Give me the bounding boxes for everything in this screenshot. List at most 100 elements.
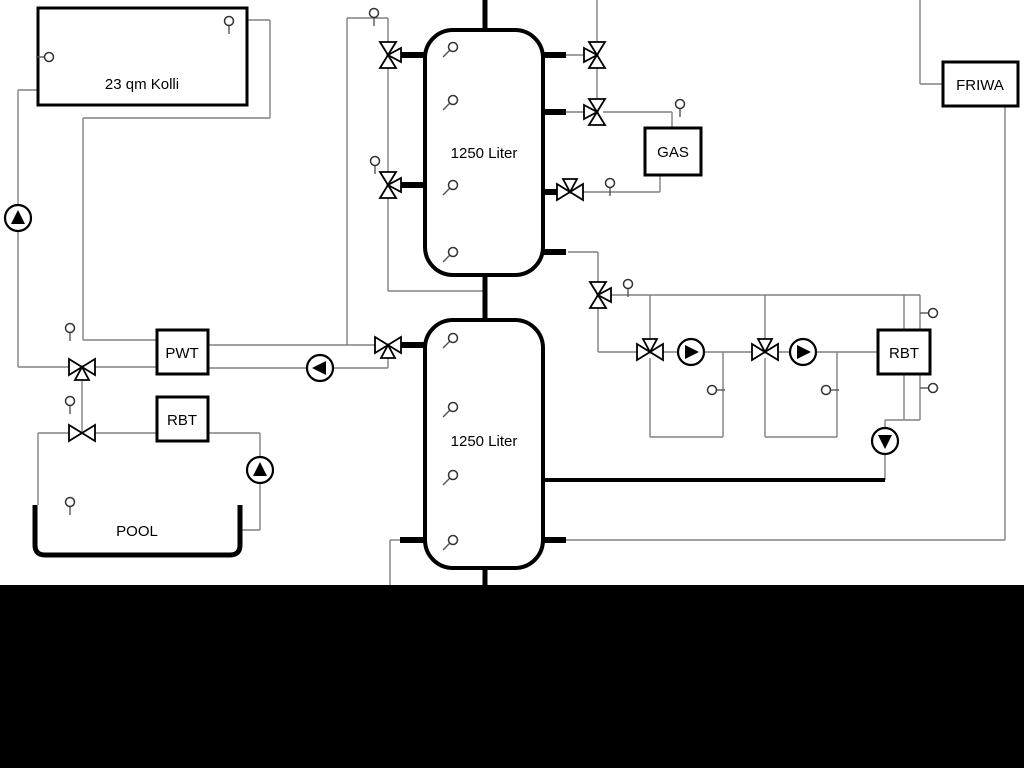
pump-direction-arrow (11, 210, 25, 224)
sensor-icon (442, 401, 459, 418)
sensor-stem (442, 409, 451, 418)
valve-wing (68, 423, 84, 443)
sensor-icon (820, 384, 839, 396)
friwa-box (941, 60, 1020, 108)
pump-direction-arrow (685, 345, 699, 359)
gas-box (643, 126, 703, 177)
valve-wing (588, 281, 608, 297)
rbt-left-label: RBT (167, 412, 197, 429)
sensor-icon (442, 179, 459, 196)
sensor-bulb (706, 384, 718, 396)
valve-wing (568, 182, 584, 202)
sensor-stem (442, 187, 451, 196)
rbt-right-unit: RBT (876, 328, 932, 376)
pool-shape (32, 505, 243, 558)
valve-wing (636, 342, 652, 362)
valve-wing (641, 338, 659, 354)
sensor-icon (223, 15, 235, 34)
valve-wing (68, 357, 84, 377)
sensor-stem (442, 340, 451, 349)
pool-basin: POOL (32, 505, 243, 558)
pump-icon (676, 337, 706, 367)
buffer-tank-bottom: 1250 Liter (423, 318, 545, 570)
sensor-icon (442, 469, 459, 486)
sensor-icon (36, 51, 55, 63)
sensor-bulb (820, 384, 832, 396)
sensor-icon (64, 322, 76, 341)
valve-icon (583, 41, 607, 69)
valve-icon (378, 41, 402, 69)
valve-wing (378, 171, 398, 187)
valve-wing (587, 110, 607, 126)
sensor-bulb (223, 15, 235, 27)
sensor-bulb (64, 322, 76, 334)
sensor-bulb (447, 179, 459, 191)
sensor-icon (368, 7, 380, 26)
sensor-stem (442, 477, 451, 486)
sensor-icon (442, 534, 459, 551)
sensor-bulb (447, 534, 459, 546)
valve-wing (386, 46, 402, 64)
tank-bottom-body (423, 318, 545, 570)
sensor-stem (442, 542, 451, 551)
sensor-bulb (674, 98, 686, 110)
valve-wing (73, 365, 91, 381)
sensor-bulb (368, 7, 380, 19)
friwa-station: FRIWA (941, 60, 1020, 108)
sensor-icon (442, 332, 459, 349)
rbt-left-unit: RBT (155, 395, 210, 443)
valve-wing (583, 46, 599, 64)
rbt-right-label: RBT (889, 345, 919, 362)
sensor-icon (674, 98, 686, 117)
valve-wing (583, 103, 599, 121)
buffer-tank-top: 1250 Liter (423, 28, 545, 277)
pump-icon (3, 203, 33, 233)
pump-direction-arrow (797, 345, 811, 359)
valve-wing (379, 343, 397, 359)
valve-wing (378, 183, 398, 199)
pwt-heat-exchanger: PWT (155, 328, 210, 376)
valve-wing (751, 342, 767, 362)
friwa-label: FRIWA (956, 77, 1004, 94)
sensor-stem (442, 49, 451, 58)
valve-wing (561, 178, 579, 194)
valve-wing (587, 98, 607, 114)
sensor-icon (369, 155, 381, 174)
valve-wing (556, 182, 572, 202)
pwt-box (155, 328, 210, 376)
sensor-bulb (43, 51, 55, 63)
valve-icon (751, 338, 779, 362)
valve-icon (636, 338, 664, 362)
sensor-bulb (447, 401, 459, 413)
sensor-icon (920, 382, 939, 394)
valve-wing (386, 335, 402, 355)
sensor-bulb (447, 94, 459, 106)
valve-wing (587, 53, 607, 69)
valve-icon (378, 171, 402, 199)
sensor-icon (622, 278, 634, 297)
sensor-icon (442, 246, 459, 263)
valve-wing (80, 423, 96, 443)
valve-icon (583, 98, 607, 126)
sensor-icon (64, 395, 76, 414)
sensor-icon (604, 177, 616, 196)
sensor-bulb (622, 278, 634, 290)
symbol-layer (3, 7, 939, 551)
tank-top-label: 1250 Liter (451, 145, 518, 162)
pool-label: POOL (116, 523, 158, 540)
black-band (0, 585, 1024, 768)
valve-wing (80, 357, 96, 377)
valve-wing (756, 338, 774, 354)
sensor-bulb (447, 41, 459, 53)
pump-direction-arrow (253, 462, 267, 476)
valve-wing (763, 342, 779, 362)
valve-wing (596, 286, 612, 304)
sensor-icon (442, 94, 459, 111)
valve-wing (374, 335, 390, 355)
valve-icon (68, 423, 96, 443)
sensor-bulb (604, 177, 616, 189)
valve-icon (68, 357, 96, 381)
sensor-bulb (447, 332, 459, 344)
valve-wing (588, 293, 608, 309)
